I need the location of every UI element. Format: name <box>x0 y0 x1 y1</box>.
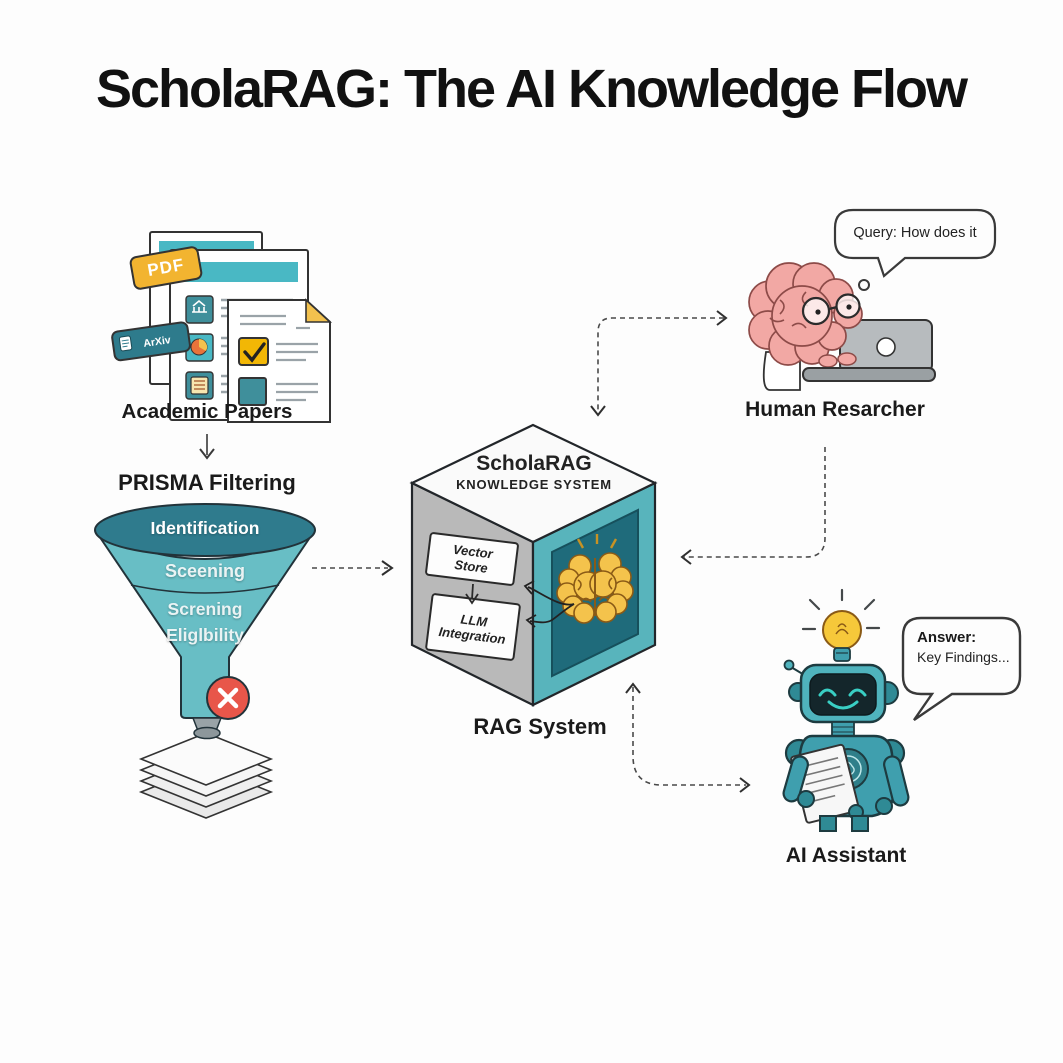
pdf-tag-icon <box>129 246 203 290</box>
arrow-papers-to-prisma <box>199 434 215 460</box>
answer-bubble-body: Key Findings... <box>917 649 1010 665</box>
arrow-researcher-to-rag <box>680 447 826 565</box>
cube-subtitle: KNOWLEDGE SYSTEM <box>456 477 612 492</box>
excluded-x-icon <box>206 676 250 720</box>
arxiv-tag-icon <box>111 321 191 362</box>
funnel-stage-screening: Sceening <box>164 561 246 581</box>
glasses-icon <box>801 293 861 326</box>
prisma-funnel-illustration <box>94 503 316 819</box>
academic-papers-illustration <box>111 231 333 423</box>
checklist-paper <box>227 298 333 423</box>
rag-system-label: RAG System <box>473 714 607 739</box>
brain-head <box>748 262 863 366</box>
brain-icon <box>556 534 634 624</box>
query-bubble <box>833 208 997 291</box>
llm-integration-box <box>425 593 521 661</box>
thought-dot <box>858 279 870 291</box>
laptop-keyboard <box>802 367 936 382</box>
rag-cube-illustration <box>409 423 658 707</box>
funnel-stage-identification: Identification <box>150 518 260 538</box>
robot-face <box>818 688 867 710</box>
cube-title: ScholaRAG <box>476 452 592 475</box>
human-researcher-label: Human Resarcher <box>745 398 925 421</box>
vector-store-label: Vector Store <box>452 541 494 576</box>
funnel-stage-eligibility: Screning Eliglbility <box>166 599 244 645</box>
query-bubble-text: Query: How does it <box>853 225 977 241</box>
lightbulb-icon <box>801 588 881 662</box>
arrow-rag-assistant-connector <box>625 682 751 793</box>
arrow-rag-researcher-connector <box>590 310 728 417</box>
page-title: ScholaRAG: The AI Knowledge Flow <box>95 59 968 119</box>
ai-assistant-label: AI Assistant <box>785 844 907 867</box>
vector-to-llm-arrow <box>465 583 479 605</box>
answer-bubble-title: Answer: <box>917 629 977 646</box>
prisma-filtering-heading: PRISMA Filtering <box>118 470 296 495</box>
arrow-prisma-to-rag <box>312 560 394 576</box>
answer-bubble-textblock: Answer: Key Findings... <box>917 629 1017 665</box>
ai-assistant-illustration <box>782 588 910 832</box>
human-researcher-illustration <box>748 262 936 391</box>
answer-bubble <box>901 616 1022 721</box>
vector-store-box <box>425 532 519 586</box>
filtered-papers-stack <box>138 732 274 819</box>
brain-to-modules-arrows <box>523 580 575 628</box>
academic-papers-label: Academic Papers <box>121 400 293 423</box>
